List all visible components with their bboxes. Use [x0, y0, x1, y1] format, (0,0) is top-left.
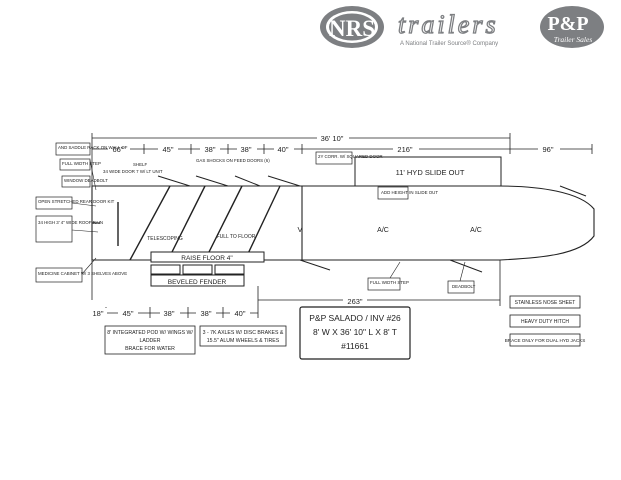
- dim-b40: 40": [234, 309, 245, 318]
- dim-263: 263": [347, 297, 363, 306]
- spec-brace-only: BRACE ONLY FOR DUAL HYD JACKS: [505, 338, 586, 343]
- leader-lines: [71, 159, 466, 282]
- ac-mark-2: A/C: [470, 227, 482, 234]
- pod-note-line-2: LADDER: [139, 338, 160, 344]
- axles-note: 3 - 7K AXLES W/ DISC BRAKES & 15.5" ALUM…: [199, 325, 287, 347]
- title-line-2: 8' W X 36' 10" L X 8' T: [313, 327, 397, 337]
- callout-open-stretched: OPEN STRETCHED REAR DOOR KIT: [38, 199, 115, 204]
- title-box: P&P SALADO / INV #26 8' W X 36' 10" L X …: [299, 306, 411, 360]
- nrs-logo: NRS: [320, 6, 384, 48]
- bottom-dimension-labels: 18" 45" 38" 38" 40" 263": [89, 296, 367, 318]
- telescoping-label: TELESCOPING: [147, 236, 183, 242]
- pod-note-line-1: 8' INTEGRATED POD W/ WINGS W/: [107, 330, 193, 336]
- beveled-fender-label: BEVELED FENDER: [168, 279, 227, 286]
- pp-logo: P&P Trailer Sales: [540, 6, 604, 48]
- callout-corr-door: 2Y CORR. W/ SQUARED DOOR: [318, 154, 383, 159]
- raise-floor: RAISE FLOOR 4": [150, 251, 265, 263]
- dim-overall: 36' 10": [321, 134, 344, 143]
- callout-deadbolt: DEADBOLT: [452, 284, 476, 289]
- nrs-logo-text: NRS: [329, 16, 375, 41]
- fenders: [150, 264, 245, 287]
- v-mark: V: [297, 225, 302, 234]
- spec-heavy-hitch: HEAVY DUTY HITCH: [521, 319, 569, 325]
- dim-18: 18": [92, 309, 103, 318]
- tagline: A National Trailer Source® Company: [400, 40, 498, 47]
- slide-out-label: 11' HYD SLIDE OUT: [396, 168, 465, 177]
- callout-full-width-step-2: FULL WIDTH STEP: [370, 280, 409, 285]
- callout-drop-down: 34 WIDE DOOR 7 W/ LT UNIT: [103, 169, 163, 174]
- trailers-wordmark: trailers: [398, 10, 499, 39]
- right-spec-boxes: STAINLESS NOSE SHEET HEAVY DUTY HITCH BR…: [505, 295, 586, 347]
- dim-45: 45": [162, 145, 173, 154]
- pp-logo-text: P&P: [547, 13, 588, 35]
- pod-note: 8' INTEGRATED POD W/ WINGS W/ LADDER BRA…: [104, 325, 196, 355]
- dim-38a: 38": [204, 145, 215, 154]
- dim-216: 216": [397, 145, 413, 154]
- ac-mark-1: A/C: [377, 227, 389, 234]
- axles-note-line-2: 15.5" ALUM WHEELS & TIRES: [207, 338, 280, 344]
- dim-40: 40": [277, 145, 288, 154]
- dim-b38a: 38": [163, 309, 174, 318]
- dim-b38b: 38": [200, 309, 211, 318]
- stall-dividers: [117, 185, 281, 261]
- dim-38b: 38": [240, 145, 251, 154]
- slide-out: 11' HYD SLIDE OUT: [354, 156, 502, 187]
- pod-note-line-3: BRACE FOR WATER: [125, 346, 175, 352]
- dim-b45: 45": [122, 309, 133, 318]
- callout-shelf: SHELF: [133, 162, 147, 167]
- full-to-floor-label: FULL TO FLOOR: [217, 234, 256, 240]
- top-dimension-labels: 66" 45" 38" 38" 40" 216" 96" 36' 10": [108, 133, 560, 154]
- door-marks: [157, 175, 587, 273]
- callout-window-deadbolt: WINDOW DEADBOLT: [64, 178, 108, 183]
- dim-96: 96": [542, 145, 553, 154]
- title-line-3: #11661: [341, 341, 369, 351]
- callout-recessed: 34 HIGH 3' 4" WIDE ROOF RAIN: [38, 220, 103, 225]
- axles-note-line-1: 3 - 7K AXLES W/ DISC BRAKES &: [203, 330, 284, 336]
- callout-full-width-step: FULL WIDTH STEP: [62, 161, 101, 166]
- trailer-body: [91, 185, 595, 261]
- title-line-1: P&P SALADO / INV #26: [309, 313, 401, 323]
- raise-floor-label: RAISE FLOOR 4": [181, 255, 233, 262]
- callout-gas-shocks: GAS SHOCKS ON FEED DOORS (6): [196, 158, 270, 163]
- callout-add-height: ADD HEIGHT IN SLIDE OUT: [381, 190, 438, 195]
- pp-logo-sub: Trailer Sales: [554, 35, 593, 44]
- spec-stainless-nose: STAINLESS NOSE SHEET: [515, 300, 576, 306]
- callout-saddle: AND SADDLE RACK ON WALL OF: [58, 145, 128, 150]
- dim-66: 66": [112, 145, 123, 154]
